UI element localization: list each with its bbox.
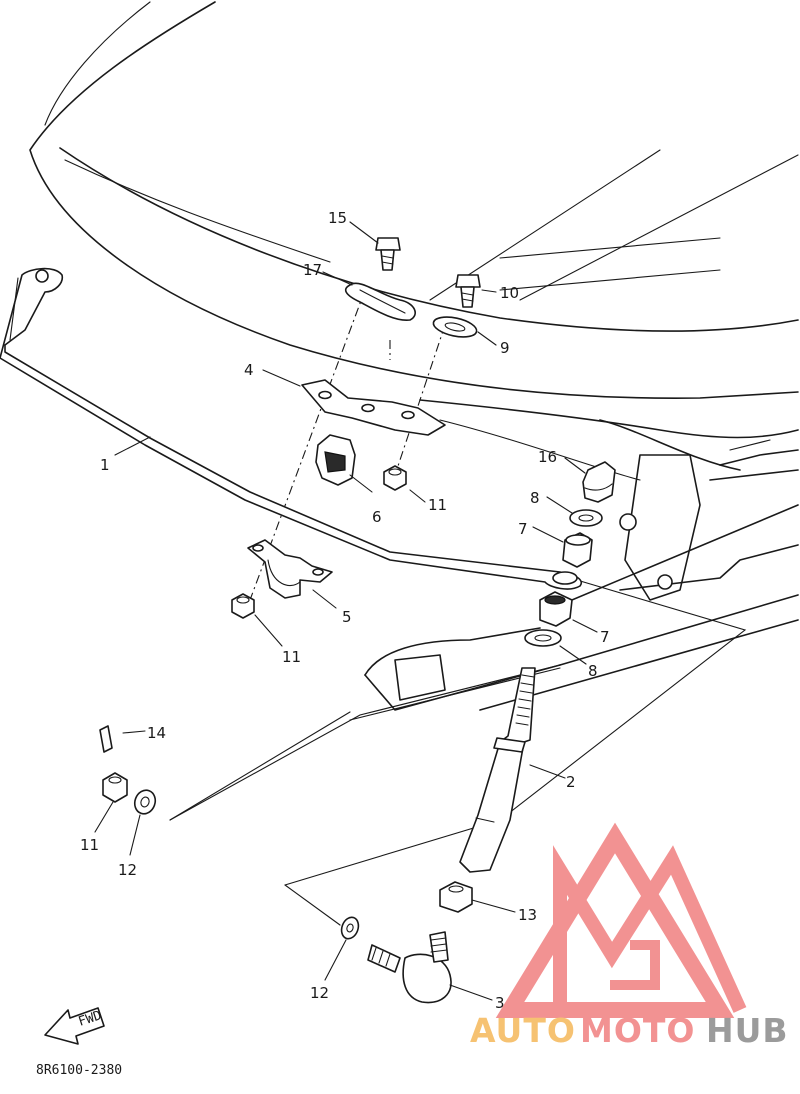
callout-14: 14 [147,724,166,742]
assembly-lines [169,289,747,926]
callout-12-lower: 12 [310,984,329,1002]
callout-numbers: 15 17 10 9 4 1 6 11 16 8 7 5 11 7 8 14 2… [80,209,610,1012]
callout-12-left: 12 [118,861,137,879]
washer-part-9 [432,316,478,338]
nut-part-11-lower [231,593,255,619]
callout-15: 15 [328,209,347,227]
body-outline [29,1,799,721]
callout-leaders [94,221,598,1001]
watermark-word-moto: MOTO [580,1011,695,1050]
callout-1: 1 [100,456,110,474]
callout-16: 16 [538,448,557,466]
bolt-part-10 [455,274,481,308]
callout-7-lower: 7 [600,628,610,646]
bushing-part-7-upper [562,532,593,568]
watermark-word-auto: AUTO [470,1011,576,1050]
fwd-label: FWD [77,1008,104,1030]
callout-11-left: 11 [80,836,99,854]
nut-part-13 [439,881,473,913]
watermark-logo: AUTO MOTO HUB [470,822,789,1050]
bolt-part-15 [375,237,401,271]
callout-11-upper: 11 [428,496,447,514]
bracket-part-5 [247,539,333,599]
pin-part-14 [99,725,113,753]
callout-7-upper: 7 [518,520,528,538]
callout-8-upper: 8 [530,489,540,507]
washer-part-8-lower [524,629,562,647]
ball-joint-part-3 [367,931,452,1004]
washer-part-12-lower [340,916,360,940]
callout-10: 10 [500,284,519,302]
bracket-part-4 [301,379,446,436]
fwd-arrow-icon: FWD [44,1007,105,1045]
callout-6: 6 [372,508,382,526]
callout-3: 3 [495,994,505,1012]
callout-11-lower: 11 [282,648,301,666]
diagram-code: 8R6100-2380 [36,1063,122,1078]
callout-2: 2 [566,773,576,791]
plate-part-17 [344,282,416,321]
callout-5: 5 [342,608,352,626]
callout-4: 4 [244,361,254,379]
bushing-part-7-lower [539,591,573,627]
callout-13: 13 [518,906,537,924]
washer-part-12-left [133,789,157,815]
callout-9: 9 [500,339,510,357]
nut-part-11-upper [383,465,407,491]
cap-part-16 [582,461,616,503]
rod-part-2 [459,667,536,873]
callout-17: 17 [303,261,322,279]
callout-8-lower: 8 [588,662,598,680]
nut-part-11-left [102,772,128,803]
bushing-part-6 [315,434,356,486]
watermark-word-hub: HUB [706,1011,789,1050]
stabilizer-bar-part-1 [0,267,582,590]
washer-part-8-upper [569,509,603,527]
